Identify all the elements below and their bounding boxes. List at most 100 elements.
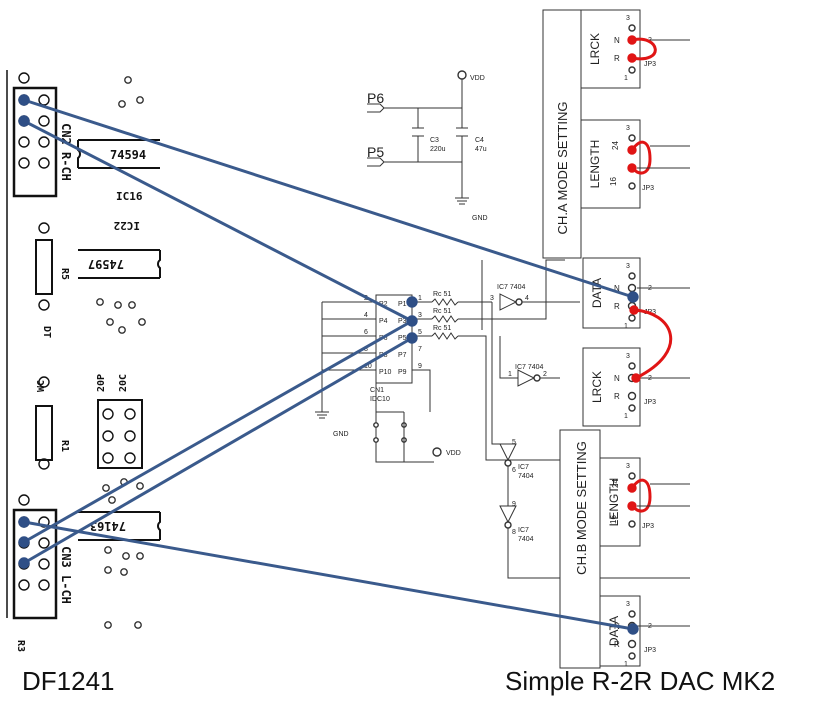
ic16-ref: IC16: [116, 190, 143, 203]
jumper-pin-number: 1: [624, 75, 628, 82]
inverter-1: [499, 293, 518, 311]
wire-endpoint: [406, 332, 418, 344]
net-lrck: [458, 259, 565, 320]
wire-endpoint: [406, 315, 418, 327]
jumper-n-label: N: [614, 284, 620, 293]
lrck-a-pin-active: [627, 53, 637, 63]
jumper-pad: [102, 430, 114, 442]
jumper-ref: JP3: [642, 523, 654, 530]
inverter-2: [517, 369, 536, 387]
lrck-a-pin-active: [627, 35, 637, 45]
pcb-via: [136, 482, 144, 490]
jumper-pad: [124, 408, 136, 420]
jumper-pin-number: 3: [626, 601, 630, 608]
lrck-a-jumper-link: [631, 37, 657, 61]
header-pin-label: P1: [398, 301, 407, 308]
ic-74597-label: 74597: [88, 257, 124, 271]
jumper-pin-active: [627, 163, 637, 173]
jumper-ref: JP3: [642, 185, 654, 192]
vdd-jumper-pad: [373, 437, 379, 443]
jumper-block-0-title: LRCK: [588, 33, 602, 65]
pcb-via: [136, 552, 144, 560]
interconnect-wire-5: [23, 520, 634, 631]
interconnect-wire-3: [23, 319, 413, 544]
jumper-pin-active: [627, 145, 637, 155]
jumper-value-24: 24: [611, 479, 620, 488]
pcb-via: [104, 566, 112, 574]
pcb-via: [108, 496, 116, 504]
r5-label: R5: [59, 268, 70, 280]
jumper-pin: [627, 639, 637, 649]
jumper-n-label: N: [614, 36, 620, 45]
jumper-pin: [628, 652, 636, 660]
jumper-block-3: [582, 347, 641, 427]
jumper-block-0: [580, 9, 641, 89]
pcb-via: [118, 326, 126, 334]
jumper-value-16: 16: [609, 177, 618, 186]
resistor-zigzag: [431, 298, 459, 306]
vdd-bus: [375, 380, 434, 463]
jumper-pin-active: [627, 483, 637, 493]
cn2-pin: [38, 157, 50, 169]
inverter-3-label: IC7: [518, 464, 529, 471]
jumper-pin: [628, 272, 636, 280]
resistor-r5-pad: [38, 299, 50, 311]
vdd-jumper-pad: [373, 422, 379, 428]
interconnect-wire-1: [23, 98, 634, 299]
header-pin-label: P5: [398, 335, 407, 342]
lrck-b-pin-active: [631, 373, 641, 383]
gnd-label-2: GND: [333, 431, 349, 438]
wire-endpoint: [18, 536, 30, 548]
inverter-3: [499, 443, 517, 462]
header-pin-label: P4: [379, 318, 388, 325]
resistor-r1-pad: [38, 376, 50, 388]
jumper-pin: [628, 610, 636, 618]
jumper-pin: [628, 404, 636, 412]
header-pin-number: 7: [418, 346, 422, 353]
jumper-pin: [627, 391, 637, 401]
connector-cn3-outline: [12, 508, 58, 620]
inverter-pin: 5: [512, 439, 516, 446]
header-pin-label: P9: [398, 369, 407, 376]
inverter-3-in: [491, 302, 508, 445]
jumper-link: [630, 478, 652, 513]
pcb-via: [118, 100, 126, 108]
jumper-ref: JP3: [644, 399, 656, 406]
pcb-via: [96, 298, 104, 306]
c3-ref: C3: [430, 137, 439, 144]
pcb-via: [122, 552, 130, 560]
vdd-symbol: [457, 70, 467, 80]
jumper-ref: JP3: [644, 647, 656, 654]
pcb-via: [104, 621, 112, 629]
inverter-4-label: IC7: [518, 527, 529, 534]
caption-dac: Simple R-2R DAC MK2: [505, 666, 776, 696]
inverter-pin: 8: [512, 529, 516, 536]
jumper-pin: [628, 520, 636, 528]
net-bck: [458, 335, 560, 461]
jumper-block-5-title: DATA: [607, 616, 621, 646]
inverter-1-bubble: [515, 298, 523, 306]
cn3-pin: [38, 537, 50, 549]
ic22-ref: IC22: [114, 219, 141, 232]
20c-label: 20C: [118, 374, 129, 392]
r1-label: R1: [59, 440, 70, 452]
jumper-block-4-title: LENGTH: [607, 478, 621, 527]
jumper-n-label: N: [614, 374, 620, 383]
cn3-pin: [38, 579, 50, 591]
ic-74594-label: 74594: [110, 148, 146, 162]
jumper-pin-number: 3: [626, 263, 630, 270]
net-p5-label: P5: [367, 144, 384, 160]
pcb-via: [124, 76, 132, 84]
pcb-via: [136, 96, 144, 104]
jumper-pin: [627, 283, 637, 293]
jumper-value-16: 16: [609, 515, 618, 524]
vdd-label: VDD: [470, 75, 485, 82]
pcb-via: [128, 301, 136, 309]
net-p6-label: P6: [367, 90, 384, 106]
header-pin-number: 6: [364, 329, 368, 336]
vdd-label-2: VDD: [446, 450, 461, 457]
inverter-3-part: 7404: [518, 473, 534, 480]
inverter-3-bubble: [504, 459, 512, 467]
jumper-pad: [102, 452, 114, 464]
caption-df1241: DF1241: [22, 666, 115, 696]
